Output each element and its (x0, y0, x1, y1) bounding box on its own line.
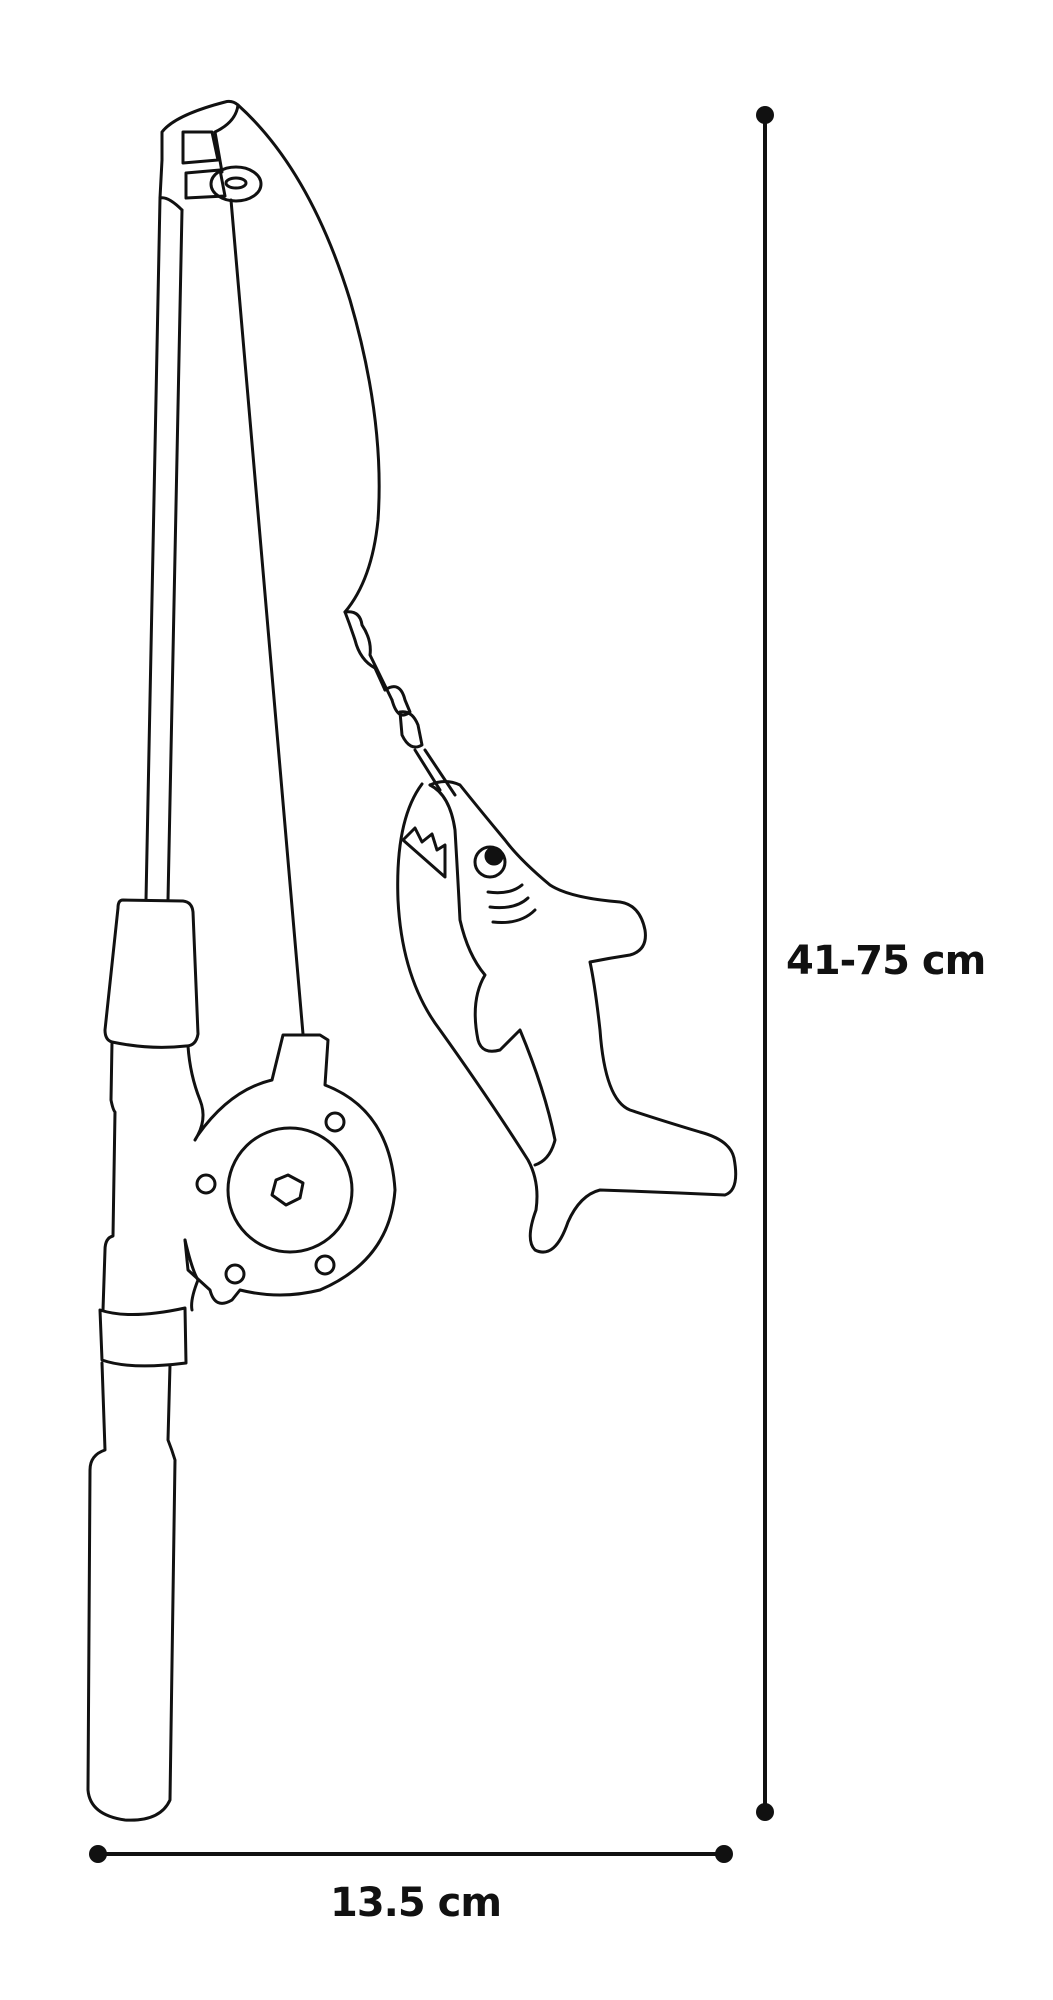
reel-icon (183, 1033, 397, 1305)
height-dimension-line (756, 106, 774, 1821)
width-dimension-line (89, 1845, 733, 1863)
rod-shaft-icon (144, 196, 305, 1036)
width-dimension-label: 13.5 cm (330, 1880, 502, 1926)
height-dimension-label: 41-75 cm (786, 938, 986, 984)
handle-icon (86, 898, 205, 1822)
rod-tip-icon (158, 99, 263, 212)
line-swivel-icon (343, 610, 457, 797)
shark-lure-icon (396, 780, 738, 1254)
fishing-line-icon (236, 103, 381, 614)
